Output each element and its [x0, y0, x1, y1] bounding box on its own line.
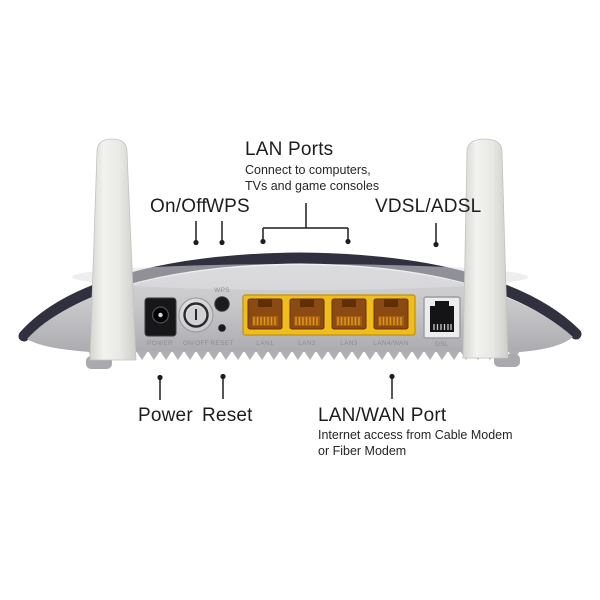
lan3-port-label: LAN3 — [340, 340, 358, 347]
power-port-label: POWER — [147, 340, 173, 347]
wps-callout-line — [219, 221, 225, 246]
reset-button — [218, 324, 226, 332]
lan-port-3 — [331, 298, 367, 330]
wps-label: WPS — [206, 196, 250, 217]
on-off-port-label: ON/OFF — [183, 340, 209, 347]
lan2-port-label: LAN2 — [298, 340, 316, 347]
vent-teeth — [88, 351, 520, 363]
lan-wan-description-line2: or Fiber Modem — [318, 443, 407, 458]
on-off-callout-line — [193, 221, 199, 246]
lan-ports-description: Connect to computers, TVs and game conso… — [245, 163, 379, 194]
vdsl-callout-line — [433, 223, 439, 248]
vdsl-adsl-label: VDSL/ADSL — [375, 196, 482, 217]
lan-port-2 — [289, 298, 325, 330]
dsl-port — [423, 296, 461, 339]
lan-ports-callout-bracket — [260, 203, 351, 245]
lan-wan-port-title: LAN/WAN Port — [318, 405, 447, 426]
lan-ports-title: LAN Ports — [245, 139, 334, 160]
reset-port-label: RESET — [210, 340, 233, 347]
router-top-rim — [18, 252, 582, 342]
wps-port-label: WPS — [214, 287, 230, 294]
lan-port-1 — [247, 298, 283, 330]
lan4-wan-port-label: LAN4/WAN — [373, 340, 408, 347]
lan-ports-description-line1: Connect to computers, — [245, 163, 371, 177]
reset-callout-line — [220, 373, 226, 399]
reset-label: Reset — [202, 405, 253, 426]
lan-wan-description-line1: Internet access from Cable Modem — [318, 428, 513, 442]
power-callout-line — [157, 374, 163, 400]
wps-button — [214, 296, 230, 312]
right-antenna — [462, 138, 509, 359]
power-jack — [144, 297, 177, 337]
lan-port-block — [242, 294, 416, 336]
lan-ports-description-line2: TVs and game consoles — [245, 178, 380, 193]
lan-wan-port-description: Internet access from Cable Modem or Fibe… — [318, 428, 513, 459]
body-highlight — [72, 264, 528, 290]
on-off-label: On/Off — [150, 196, 207, 217]
on-off-button — [178, 297, 214, 333]
callout-lines — [157, 203, 439, 400]
dsl-port-label: DSL — [435, 341, 449, 348]
power-label: Power — [138, 405, 193, 426]
lan-wan-callout-line — [389, 373, 395, 399]
lan-port-4-wan — [373, 298, 409, 330]
left-antenna — [89, 138, 137, 361]
lan1-port-label: LAN1 — [256, 340, 274, 347]
